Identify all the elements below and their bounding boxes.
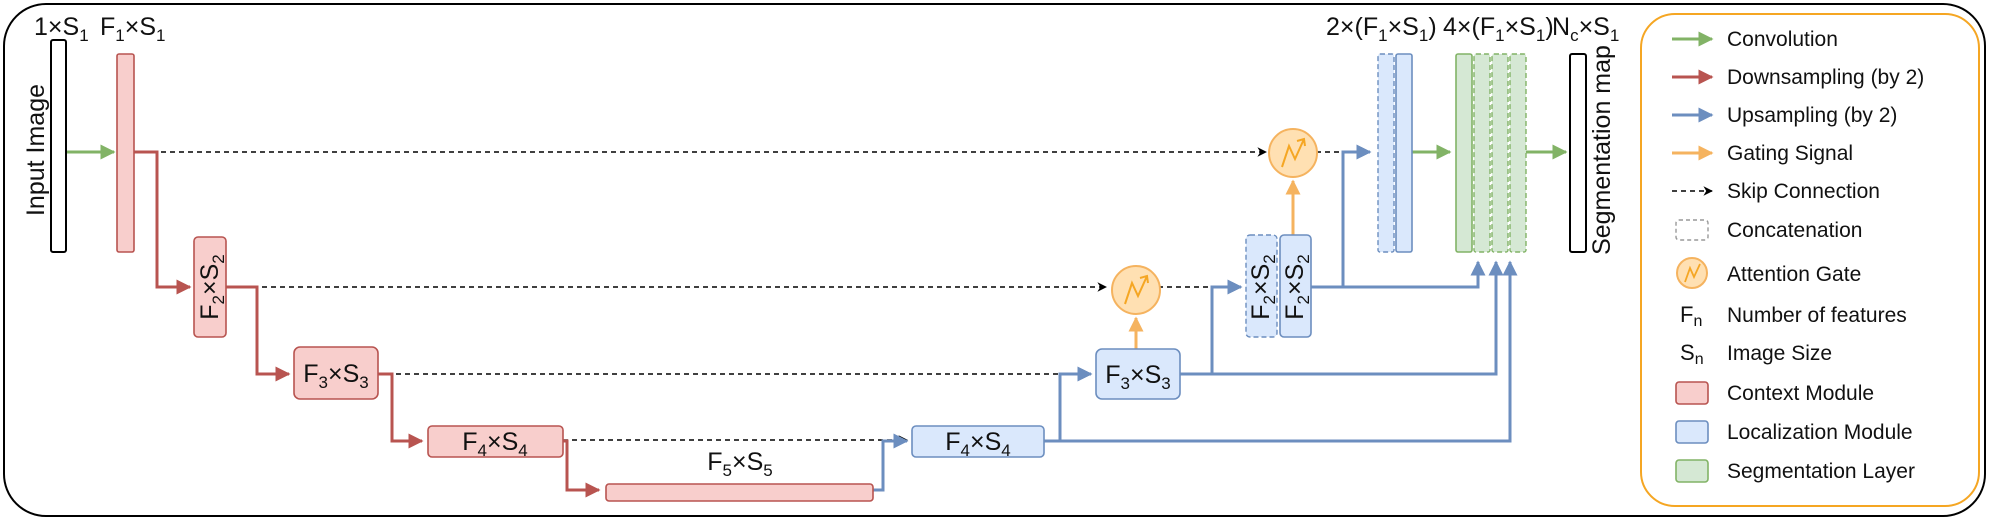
output-size-label: Nc×S1 xyxy=(1552,13,1619,45)
dashed-box-icon xyxy=(1675,219,1709,241)
gating-signals xyxy=(1128,179,1301,349)
upsampling-path xyxy=(873,144,1518,492)
attention-gate-icon xyxy=(1676,257,1708,289)
svg-text:F3×S3: F3×S3 xyxy=(303,360,369,392)
legend-label: Number of features xyxy=(1727,304,1907,327)
legend-label: Concatenation xyxy=(1727,219,1862,242)
context-feature-f1 xyxy=(116,53,135,253)
legend-label: Context Module xyxy=(1727,382,1874,405)
svg-text:F4×S4: F4×S4 xyxy=(462,428,528,460)
svg-text:F2×S2: F2×S2 xyxy=(196,254,228,320)
input-image-bar xyxy=(50,39,67,253)
attention-gate-icon xyxy=(1268,128,1318,178)
context-module-4: F5×S5 xyxy=(605,448,874,502)
segmentation-map-bar xyxy=(1569,53,1587,253)
concat-block-2: F2×S2 xyxy=(1245,234,1279,338)
context-module-3: F4×S4 xyxy=(427,425,564,460)
context-module-2: F3×S3 xyxy=(293,346,379,400)
legend-label: Localization Module xyxy=(1727,421,1913,444)
legend-label: Skip Connection xyxy=(1727,180,1880,203)
legend-label: Attention Gate xyxy=(1727,263,1861,286)
svg-text:F5×S5: F5×S5 xyxy=(707,448,773,480)
legend-icons: Fn Sn xyxy=(1672,31,1714,483)
localization-module-2: F3×S3 xyxy=(1095,348,1181,400)
red-box-icon xyxy=(1675,381,1709,405)
legend-label: Upsampling (by 2) xyxy=(1727,104,1897,127)
concat-block-1 xyxy=(1377,53,1413,253)
legend-label: Downsampling (by 2) xyxy=(1727,66,1924,89)
legend-box xyxy=(1640,13,1980,507)
segmentation-map-label: Segmentation map xyxy=(1588,45,1616,255)
localization-module-3: F2×S2 xyxy=(1279,234,1313,338)
green-box-icon xyxy=(1675,459,1709,483)
attention-gate-icon xyxy=(1111,265,1161,315)
legend-label: Gating Signal xyxy=(1727,142,1853,165)
svg-text:F3×S3: F3×S3 xyxy=(1105,361,1171,393)
legend-label: Convolution xyxy=(1727,28,1838,51)
legend-label: Image Size xyxy=(1727,342,1832,365)
svg-text:F4×S4: F4×S4 xyxy=(945,428,1011,460)
svg-text:F2×S2: F2×S2 xyxy=(1281,254,1313,320)
svg-text:F2×S2: F2×S2 xyxy=(1247,254,1279,320)
blue-box-icon xyxy=(1675,420,1709,444)
downsampling-path xyxy=(134,150,601,498)
localization-module-1: F4×S4 xyxy=(911,425,1045,460)
input-image-label: Input Image xyxy=(22,84,50,216)
f1-size-label: F1×S1 xyxy=(100,13,166,45)
seg-size-label: 4×(F1×S1) xyxy=(1443,13,1554,45)
segmentation-layers xyxy=(1455,53,1527,253)
legend-label: Segmentation Layer xyxy=(1727,460,1915,483)
legend-labels: Convolution Downsampling (by 2) Upsampli… xyxy=(1727,28,1924,483)
context-module-1: F2×S2 xyxy=(193,236,228,338)
